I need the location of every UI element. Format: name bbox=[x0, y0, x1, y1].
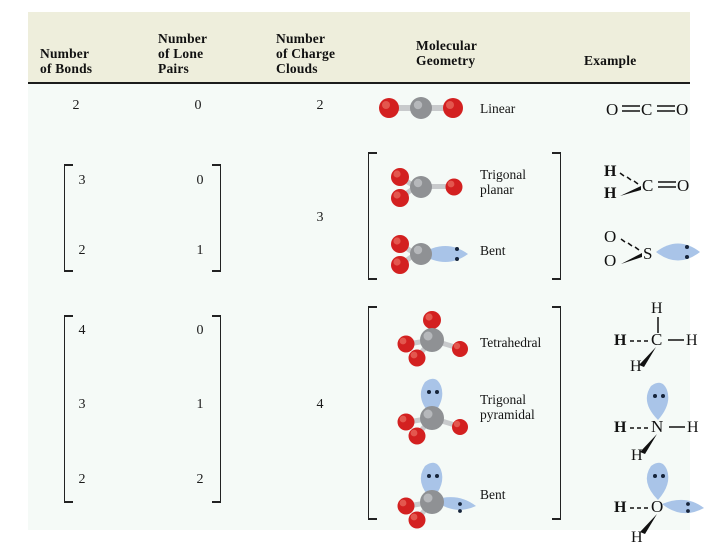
geometry-bracket-left-3 bbox=[368, 152, 377, 280]
geometry-label-linear: Linear bbox=[480, 101, 515, 116]
svg-text:C: C bbox=[641, 100, 652, 119]
group-bracket-left-4 bbox=[64, 315, 73, 503]
molecule-model-bent-3 bbox=[388, 234, 480, 274]
svg-text:H: H bbox=[604, 163, 617, 180]
charge-clouds-value: 3 bbox=[316, 210, 324, 225]
geometry-label-trigonal-planar: Trigonal planar bbox=[480, 167, 526, 197]
bonds-value: 3 bbox=[78, 397, 86, 412]
svg-text:H: H bbox=[631, 529, 643, 546]
column-header-lone-pairs: Number of Lone Pairs bbox=[158, 31, 268, 76]
header-line: Pairs bbox=[158, 61, 189, 76]
charge-clouds-value: 2 bbox=[316, 98, 324, 113]
example-methane: H C H H H bbox=[604, 297, 720, 375]
header-line: of Charge bbox=[276, 46, 336, 61]
header-line: Number bbox=[276, 31, 326, 46]
example-water: O H H bbox=[604, 462, 720, 546]
molecule-model-linear bbox=[373, 94, 469, 122]
charge-clouds-value: 4 bbox=[316, 397, 324, 412]
group-bracket-left-3 bbox=[64, 164, 73, 272]
molecule-model-bent-4 bbox=[390, 462, 490, 529]
geometry-line: Trigonal bbox=[480, 392, 527, 407]
svg-text:O: O bbox=[651, 497, 663, 516]
svg-text:S: S bbox=[643, 244, 652, 263]
svg-text:H: H bbox=[630, 358, 642, 375]
geometry-line: Linear bbox=[480, 101, 516, 116]
table-header-band bbox=[28, 12, 690, 82]
svg-text:H: H bbox=[614, 499, 627, 516]
bonds-value: 2 bbox=[72, 98, 80, 113]
geometry-label-bent-3: Bent bbox=[480, 243, 506, 258]
bonds-value: 4 bbox=[78, 323, 86, 338]
lone-pairs-value: 1 bbox=[196, 397, 204, 412]
header-line: Geometry bbox=[416, 53, 476, 68]
molecule-model-trigonal-planar bbox=[388, 167, 474, 207]
geometry-label-tetrahedral: Tetrahedral bbox=[480, 335, 541, 350]
lone-pairs-value: 0 bbox=[194, 98, 202, 113]
svg-text:O: O bbox=[677, 176, 689, 195]
lone-pairs-value: 0 bbox=[196, 323, 204, 338]
example-sulfur-dioxide: O O S bbox=[604, 224, 720, 278]
example-formaldehyde: H H C O bbox=[604, 160, 714, 210]
lone-pairs-value: 1 bbox=[196, 243, 204, 258]
svg-text:H: H bbox=[614, 419, 627, 436]
geometry-line: Bent bbox=[480, 487, 506, 502]
geometry-label-bent-4: Bent bbox=[480, 487, 506, 502]
geometry-line: Trigonal bbox=[480, 167, 527, 182]
geometry-label-trigonal-pyramidal: Trigonal pyramidal bbox=[480, 392, 535, 422]
svg-text:H: H bbox=[687, 419, 699, 436]
geometry-line: Bent bbox=[480, 243, 506, 258]
header-divider bbox=[28, 82, 690, 84]
example-ammonia: N H H H bbox=[604, 382, 720, 464]
header-line: Example bbox=[584, 53, 637, 68]
svg-text:H: H bbox=[614, 332, 627, 349]
svg-text:C: C bbox=[651, 330, 662, 349]
molecule-model-trigonal-pyramidal bbox=[390, 378, 482, 445]
lone-pairs-value: 2 bbox=[196, 472, 204, 487]
svg-text:O: O bbox=[604, 227, 616, 246]
header-line: of Lone bbox=[158, 46, 204, 61]
geometry-bracket-left-4 bbox=[368, 306, 377, 520]
column-header-geometry: Molecular Geometry bbox=[416, 38, 546, 68]
example-carbon-dioxide: O C O bbox=[606, 98, 706, 122]
svg-text:N: N bbox=[651, 417, 663, 436]
svg-text:O: O bbox=[604, 251, 616, 270]
header-line: Number bbox=[158, 31, 208, 46]
geometry-bracket-right-4 bbox=[552, 306, 561, 520]
svg-text:C: C bbox=[642, 176, 653, 195]
header-line: Clouds bbox=[276, 61, 318, 76]
header-line: Number bbox=[40, 46, 90, 61]
geometry-bracket-right-3 bbox=[552, 152, 561, 280]
bonds-value: 3 bbox=[78, 173, 86, 188]
column-header-bonds: Number of Bonds bbox=[40, 46, 150, 76]
bonds-value: 2 bbox=[78, 472, 86, 487]
svg-text:O: O bbox=[606, 100, 618, 119]
svg-text:H: H bbox=[686, 332, 698, 349]
svg-text:H: H bbox=[604, 185, 617, 202]
geometry-line: Tetrahedral bbox=[480, 335, 542, 350]
geometry-line: pyramidal bbox=[480, 407, 535, 422]
column-header-charge-clouds: Number of Charge Clouds bbox=[276, 31, 396, 76]
lone-pairs-value: 0 bbox=[196, 173, 204, 188]
bonds-value: 2 bbox=[78, 243, 86, 258]
molecule-model-tetrahedral bbox=[390, 310, 482, 367]
vsepr-table: Number of Bonds Number of Lone Pairs Num… bbox=[28, 12, 704, 546]
svg-text:H: H bbox=[651, 300, 663, 317]
header-line: Molecular bbox=[416, 38, 478, 53]
svg-text:H: H bbox=[631, 447, 643, 464]
column-header-example: Example bbox=[584, 53, 704, 68]
geometry-line: planar bbox=[480, 182, 514, 197]
svg-text:O: O bbox=[676, 100, 688, 119]
header-line: of Bonds bbox=[40, 61, 93, 76]
